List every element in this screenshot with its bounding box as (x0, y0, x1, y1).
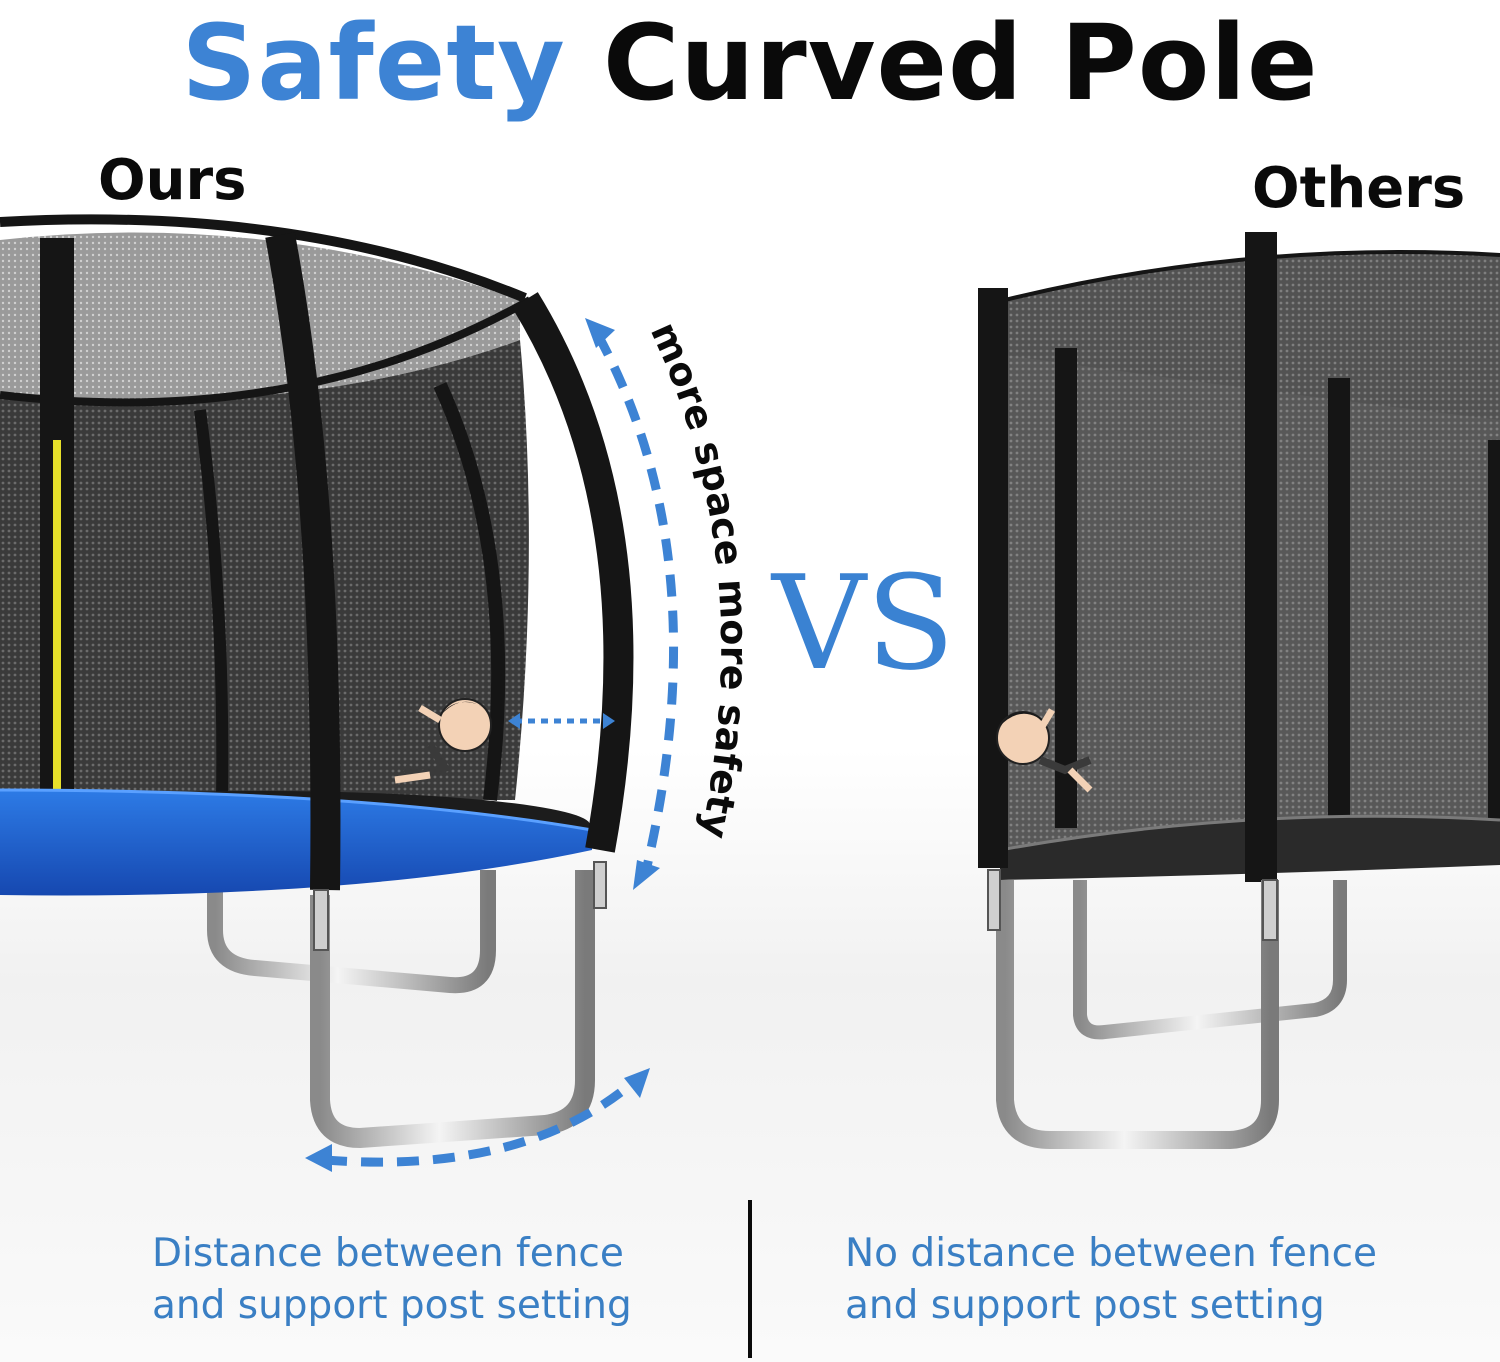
label-others: Others (1252, 156, 1466, 221)
safety-net (0, 340, 529, 800)
caption-others-line2: and support post setting (845, 1283, 1325, 1328)
caption-ours-line2: and support post setting (152, 1283, 632, 1328)
caption-others-line1: No distance between fence (845, 1231, 1378, 1276)
spring-pad (0, 790, 592, 896)
curved-pole (265, 232, 341, 891)
others-trampoline-illustration (978, 232, 1500, 1149)
back-pole (1055, 348, 1077, 828)
zipper-stripe (53, 440, 61, 855)
net-top-edge (0, 214, 527, 303)
ours-trampoline-illustration (0, 214, 679, 1172)
title-rest: Curved Pole (603, 2, 1319, 124)
caption-ours-line1: Distance between fence (152, 1231, 624, 1276)
bottom-arrow (324, 1081, 633, 1167)
child-figure (394, 698, 492, 784)
vs-label: VS (772, 547, 955, 699)
net-top-ring (0, 296, 532, 407)
label-ours: Ours (98, 148, 247, 213)
curved-pole (512, 292, 634, 853)
straight-pole (1245, 232, 1277, 882)
straight-pole (978, 288, 1008, 868)
child-figure (996, 708, 1093, 793)
page-title: Safety Curved Pole (0, 0, 1500, 128)
back-leg (1073, 880, 1347, 1040)
back-pole (433, 382, 506, 801)
space-arrow (594, 332, 679, 877)
front-leg (996, 880, 1279, 1149)
caption-others: No distance between fence and support po… (845, 1228, 1445, 1332)
front-leg (310, 870, 595, 1149)
back-leg (207, 870, 496, 994)
caption-divider (748, 1200, 752, 1358)
back-pole (194, 409, 229, 801)
caption-ours: Distance between fence and support post … (152, 1228, 752, 1332)
back-pole (1328, 378, 1350, 828)
title-highlight: Safety (181, 2, 566, 124)
